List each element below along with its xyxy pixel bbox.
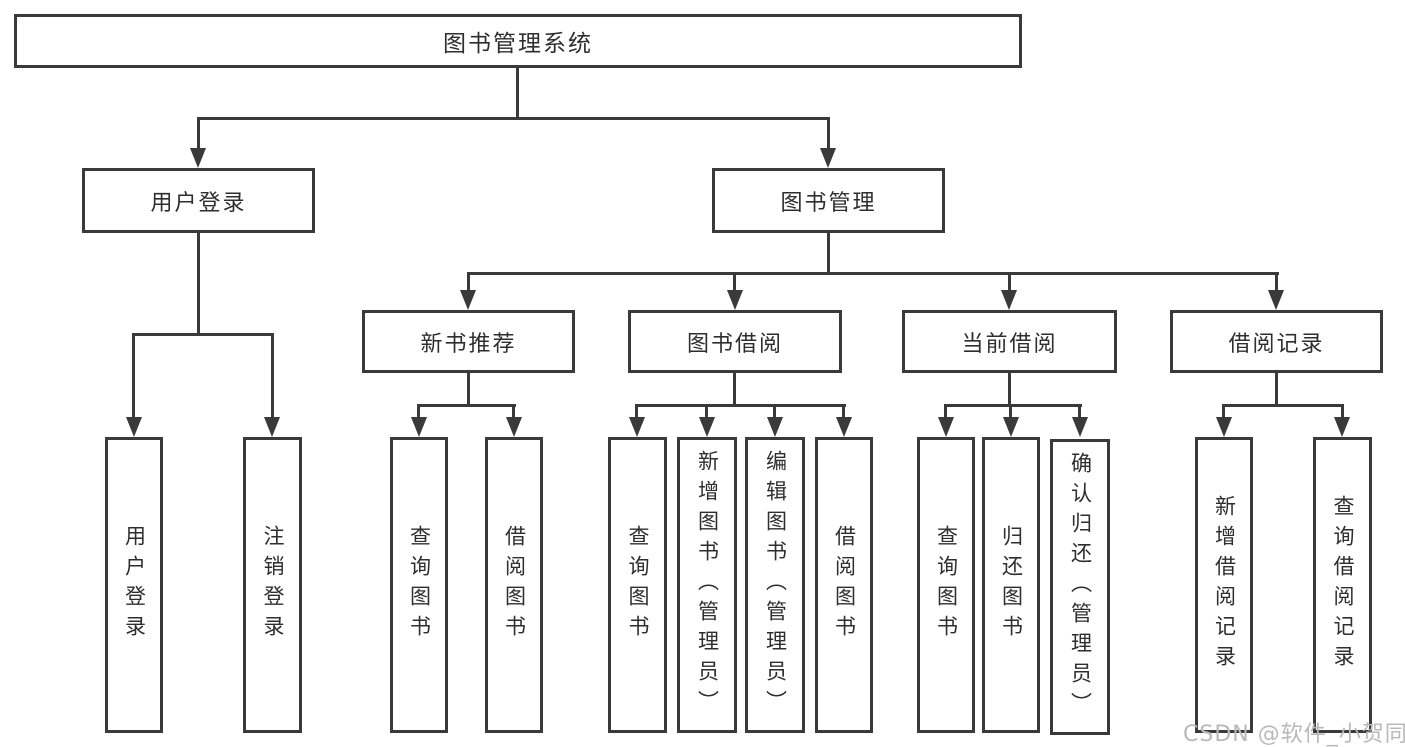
leaf-borrow-borrow-books: 借阅图书 xyxy=(815,437,873,733)
connector-line xyxy=(1222,404,1225,419)
node-label: 编辑图书（管理员） xyxy=(763,450,788,720)
arrow-down-icon xyxy=(727,290,743,310)
node-label: 图书管理 xyxy=(780,190,877,216)
connector-line xyxy=(1341,404,1344,419)
arrow-down-icon xyxy=(699,417,715,437)
arrow-down-icon xyxy=(938,417,954,437)
node-label: 用户登录 xyxy=(150,190,247,216)
node-current-borrow: 当前借阅 xyxy=(902,310,1117,373)
connector-line xyxy=(1275,272,1278,292)
node-label: 归还图书 xyxy=(999,525,1024,645)
connector-line xyxy=(1008,272,1011,292)
arrow-down-icon xyxy=(190,148,206,168)
node-root: 图书管理系统 xyxy=(14,14,1022,68)
leaf-recommend-query-books: 查询图书 xyxy=(390,437,448,733)
node-label: 用户登录 xyxy=(122,525,147,645)
arrow-down-icon xyxy=(820,148,836,168)
connector-line xyxy=(1078,404,1081,419)
connector-line xyxy=(827,117,830,150)
connector-line xyxy=(512,404,515,419)
node-label: 借阅图书 xyxy=(502,525,527,645)
leaf-borrow-edit-books-admin: 编辑图书（管理员） xyxy=(745,437,805,733)
node-user-login: 用户登录 xyxy=(82,168,315,233)
connector-line xyxy=(467,272,1279,275)
connector-line xyxy=(1275,373,1278,406)
node-label: 确认归还（管理员） xyxy=(1068,452,1093,722)
leaf-recommend-borrow-books: 借阅图书 xyxy=(485,437,543,733)
arrow-down-icon xyxy=(1072,417,1088,437)
node-borrow-records: 借阅记录 xyxy=(1170,310,1383,373)
node-label: 借阅记录 xyxy=(1228,331,1325,357)
arrow-down-icon xyxy=(836,417,852,437)
leaf-current-query-books: 查询图书 xyxy=(917,437,975,733)
node-label: 当前借阅 xyxy=(961,331,1058,357)
arrow-down-icon xyxy=(767,417,783,437)
arrow-down-icon xyxy=(126,417,142,437)
arrow-down-icon xyxy=(506,417,522,437)
node-new-book-recommend: 新书推荐 xyxy=(362,310,575,373)
connector-line xyxy=(635,404,846,407)
node-label: 新书推荐 xyxy=(420,331,517,357)
node-label: 图书借阅 xyxy=(686,331,783,357)
connector-line xyxy=(827,233,830,274)
connector-line xyxy=(944,404,947,419)
connector-line xyxy=(1009,404,1012,419)
connector-line xyxy=(516,68,519,120)
leaf-logout: 注销登录 xyxy=(243,437,302,733)
connector-line xyxy=(1222,404,1344,407)
leaf-borrow-query-books: 查询图书 xyxy=(608,437,667,733)
arrow-down-icon xyxy=(1268,290,1284,310)
arrow-down-icon xyxy=(1001,290,1017,310)
node-label: 新增借阅记录 xyxy=(1212,495,1237,675)
connector-line xyxy=(417,404,516,407)
connector-line xyxy=(705,404,708,419)
arrow-down-icon xyxy=(1003,417,1019,437)
connector-line xyxy=(1008,373,1011,406)
csdn-watermark: CSDN @软件_小贺同学 xyxy=(1183,722,1405,747)
leaf-records-query-record: 查询借阅记录 xyxy=(1313,437,1372,733)
node-label: 新增图书（管理员） xyxy=(695,450,720,720)
connector-line xyxy=(197,233,200,335)
connector-line xyxy=(635,404,638,419)
connector-line xyxy=(842,404,845,419)
connector-line xyxy=(417,404,420,419)
arrow-down-icon xyxy=(460,290,476,310)
node-label: 查询图书 xyxy=(626,525,650,645)
connector-line xyxy=(467,272,470,292)
connector-line xyxy=(197,117,200,150)
arrow-down-icon xyxy=(411,417,427,437)
connector-line xyxy=(132,333,274,336)
connector-line xyxy=(733,272,736,292)
leaf-user-login: 用户登录 xyxy=(105,437,163,733)
connector-line xyxy=(733,373,736,406)
connector-line xyxy=(271,333,274,419)
connector-line xyxy=(773,404,776,419)
connector-line xyxy=(132,333,135,419)
connector-line xyxy=(197,117,830,120)
leaf-records-add-record: 新增借阅记录 xyxy=(1195,437,1253,733)
arrow-down-icon xyxy=(1334,417,1350,437)
node-label: 查询借阅记录 xyxy=(1331,495,1355,675)
connector-line xyxy=(944,404,1082,407)
node-book-borrow: 图书借阅 xyxy=(628,310,842,373)
connector-line xyxy=(467,373,470,406)
node-label: 借阅图书 xyxy=(832,525,857,645)
node-label: 查询图书 xyxy=(407,525,432,645)
leaf-borrow-add-books-admin: 新增图书（管理员） xyxy=(677,437,737,733)
node-label: 注销登录 xyxy=(261,525,285,645)
arrow-down-icon xyxy=(1216,417,1232,437)
node-book-management: 图书管理 xyxy=(712,168,945,233)
node-label: 查询图书 xyxy=(934,525,959,645)
leaf-current-confirm-return-admin: 确认归还（管理员） xyxy=(1050,439,1110,735)
arrow-down-icon xyxy=(264,417,280,437)
arrow-down-icon xyxy=(629,417,645,437)
node-label: 图书管理系统 xyxy=(443,31,593,57)
leaf-current-return-books: 归还图书 xyxy=(982,437,1040,733)
